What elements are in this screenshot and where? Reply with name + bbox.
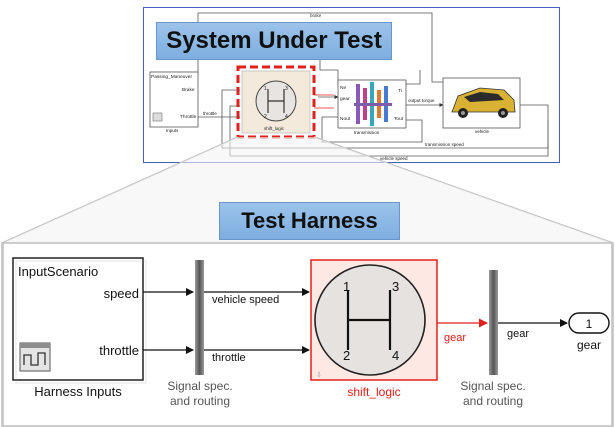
shift-logic-caption: shift_logic (347, 385, 400, 399)
port-throttle-label: throttle (99, 343, 139, 358)
test-harness-banner: Test Harness (219, 202, 400, 240)
transmission-port-tout: Tout (394, 116, 404, 122)
bus2-caption-line1: Signal spec. (460, 379, 525, 393)
input-scenario-title: InputScenario (18, 264, 98, 279)
output-torque-label: output torque (408, 98, 435, 103)
vehicle-speed-label: vehicle speed (380, 156, 408, 161)
link-badge-icon: ⇩ (316, 371, 322, 379)
signal-spec-bus-2[interactable] (489, 270, 498, 375)
gear-signal-label-red: gear (444, 332, 466, 344)
top-gear-2: 2 (264, 114, 267, 120)
top-inputs-passing: Passing_Maneuver (151, 74, 192, 80)
transmission-port-gear: gear (340, 96, 350, 102)
car-icon (451, 87, 516, 118)
top-inputs-brake: Brake (182, 87, 195, 93)
gear-1-label: 1 (343, 279, 350, 294)
signal-editor-icon (19, 342, 51, 372)
gear-4-label: 4 (392, 348, 399, 363)
gear-3-label: 3 (392, 279, 399, 294)
signal-editor-icon (152, 112, 163, 122)
brake-wire-label: brake (310, 13, 322, 18)
transmission-port-ne: Ne (340, 85, 346, 91)
gears-icon (354, 82, 392, 126)
top-inputs-throttle: Throttle (180, 114, 197, 120)
throttle-signal-label: throttle (212, 352, 246, 364)
top-gear-3: 3 (285, 86, 288, 92)
port-speed-label: speed (104, 286, 139, 301)
transmission-caption: transmission (354, 130, 380, 135)
top-gear-4: 4 (285, 114, 288, 120)
top-shift-logic-caption: shift_logic (264, 126, 285, 131)
vehicle-caption: vehicle (475, 129, 490, 134)
transmission-port-nout: Nout (340, 116, 351, 122)
gear-2-label: 2 (343, 348, 350, 363)
outport-number: 1 (586, 317, 593, 331)
transmission-port-ti: Ti (398, 88, 402, 94)
outport-caption: gear (577, 338, 601, 352)
bus1-caption-line1: Signal spec. (167, 379, 232, 393)
bus2-caption-line2: and routing (463, 394, 523, 408)
throttle-wire-label: throttle (203, 111, 217, 116)
harness-inputs-caption: Harness Inputs (34, 384, 122, 399)
vehicle-speed-signal-label: vehicle speed (212, 294, 279, 306)
gear-signal-label-out: gear (507, 328, 529, 340)
signal-spec-bus-1[interactable] (195, 260, 204, 375)
transmission-speed-label: transmission speed (425, 142, 464, 147)
gear-outport[interactable] (568, 312, 610, 334)
system-under-test-banner: System Under Test (156, 22, 392, 60)
top-gear-1: 1 (264, 86, 267, 92)
bus1-caption-line2: and routing (170, 394, 230, 408)
top-inputs-caption: Inputs (166, 128, 179, 133)
